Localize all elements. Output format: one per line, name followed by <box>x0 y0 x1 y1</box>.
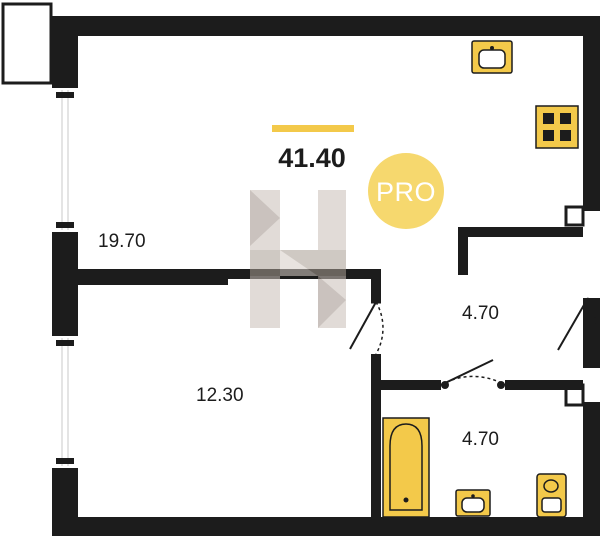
bathroom-sink-icon <box>455 489 491 517</box>
pro-badge-label: PRO <box>376 177 436 207</box>
room-area-bedroom: 12.30 <box>196 385 244 406</box>
sink-icon <box>471 40 513 74</box>
door-hall <box>557 297 597 359</box>
stove-icon <box>535 105 579 149</box>
window-upper <box>56 88 74 232</box>
watermark-logo-icon <box>250 190 346 328</box>
room-area-living: 19.70 <box>98 231 146 252</box>
wall-notch-upper <box>564 205 585 227</box>
bathtub-icon <box>382 417 430 518</box>
room-area-bathroom: 4.70 <box>462 429 499 450</box>
total-area: 41.40 <box>278 143 346 173</box>
room-area-hallway: 4.70 <box>462 303 499 324</box>
window-lower <box>56 336 74 468</box>
door-bathroom <box>440 359 506 389</box>
balcony <box>1 2 53 85</box>
door-living <box>349 300 384 355</box>
outer-walls <box>52 16 600 536</box>
toilet-icon <box>536 473 567 518</box>
total-area-accent <box>272 125 354 132</box>
pro-badge <box>368 153 444 229</box>
